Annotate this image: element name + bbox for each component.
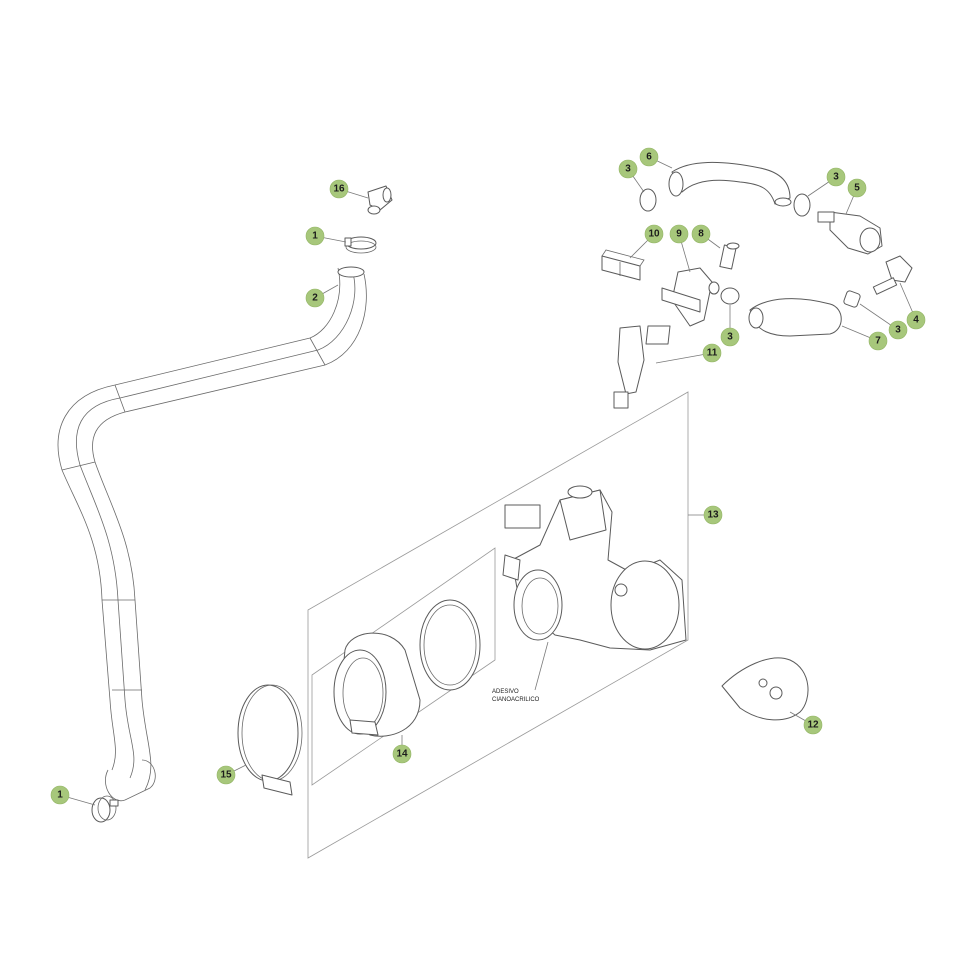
valve-9 xyxy=(661,267,720,327)
svg-text:6: 6 xyxy=(646,152,652,163)
clamp-3-c xyxy=(720,287,740,305)
callout-1-top: 1 xyxy=(305,226,325,246)
adhesive-note-line1: ADESIVO xyxy=(492,689,519,695)
hose-clamp-top xyxy=(344,236,377,254)
pin-8 xyxy=(719,242,740,270)
svg-text:3: 3 xyxy=(625,164,631,175)
intake-manifold-14 xyxy=(333,599,481,737)
svg-text:15: 15 xyxy=(220,770,232,781)
connector-5 xyxy=(817,211,883,255)
svg-text:8: 8 xyxy=(698,229,704,240)
callout-2: 2 xyxy=(305,288,325,308)
hose-7 xyxy=(748,298,842,337)
svg-text:14: 14 xyxy=(396,749,408,760)
callout-8: 8 xyxy=(691,224,711,244)
svg-text:1: 1 xyxy=(57,790,63,801)
callout-1-bottom: 1 xyxy=(50,785,70,805)
long-hose xyxy=(57,266,367,802)
svg-text:1: 1 xyxy=(312,231,318,242)
svg-text:9: 9 xyxy=(676,229,682,240)
callout-3-b: 3 xyxy=(826,167,846,187)
clamp-3-a xyxy=(639,188,657,212)
callout-6: 6 xyxy=(639,147,659,167)
callout-9: 9 xyxy=(669,224,689,244)
svg-text:11: 11 xyxy=(707,348,718,359)
callout-13: 13 xyxy=(703,505,723,525)
adhesive-note-line2: CIANOACRILICO xyxy=(492,697,540,703)
callout-12: 12 xyxy=(803,715,823,735)
callout-10: 10 xyxy=(644,224,664,244)
svg-text:4: 4 xyxy=(913,315,919,326)
svg-text:12: 12 xyxy=(807,720,819,731)
injector-11 xyxy=(613,325,671,409)
svg-text:10: 10 xyxy=(648,229,660,240)
clamp-3-d xyxy=(843,290,861,308)
callout-5: 5 xyxy=(847,178,867,198)
svg-text:7: 7 xyxy=(875,336,881,347)
svg-text:3: 3 xyxy=(727,332,733,343)
clamp-3-b xyxy=(793,193,811,217)
hose-6 xyxy=(668,161,792,207)
callout-3-a: 3 xyxy=(618,159,638,179)
callout-4: 4 xyxy=(906,310,926,330)
frame-13 xyxy=(307,391,689,859)
svg-text:13: 13 xyxy=(707,510,719,521)
hose-clamp-bottom xyxy=(91,795,119,823)
connector-10 xyxy=(601,249,645,281)
elbow-4 xyxy=(872,255,913,295)
fitting-16 xyxy=(367,185,393,215)
callout-15: 15 xyxy=(216,765,236,785)
callout-7: 7 xyxy=(868,331,888,351)
band-clamp-15 xyxy=(237,684,303,796)
callout-3-d: 3 xyxy=(888,320,908,340)
callout-11: 11 xyxy=(702,343,722,363)
svg-text:3: 3 xyxy=(895,325,901,336)
callout-3-c: 3 xyxy=(720,327,740,347)
svg-text:16: 16 xyxy=(333,184,345,195)
callout-16: 16 xyxy=(329,179,349,199)
throttle-body-13 xyxy=(502,485,687,651)
svg-text:2: 2 xyxy=(312,293,318,304)
svg-text:3: 3 xyxy=(833,172,839,183)
svg-text:5: 5 xyxy=(854,183,860,194)
callout-14: 14 xyxy=(392,744,412,764)
plate-12 xyxy=(721,657,809,721)
